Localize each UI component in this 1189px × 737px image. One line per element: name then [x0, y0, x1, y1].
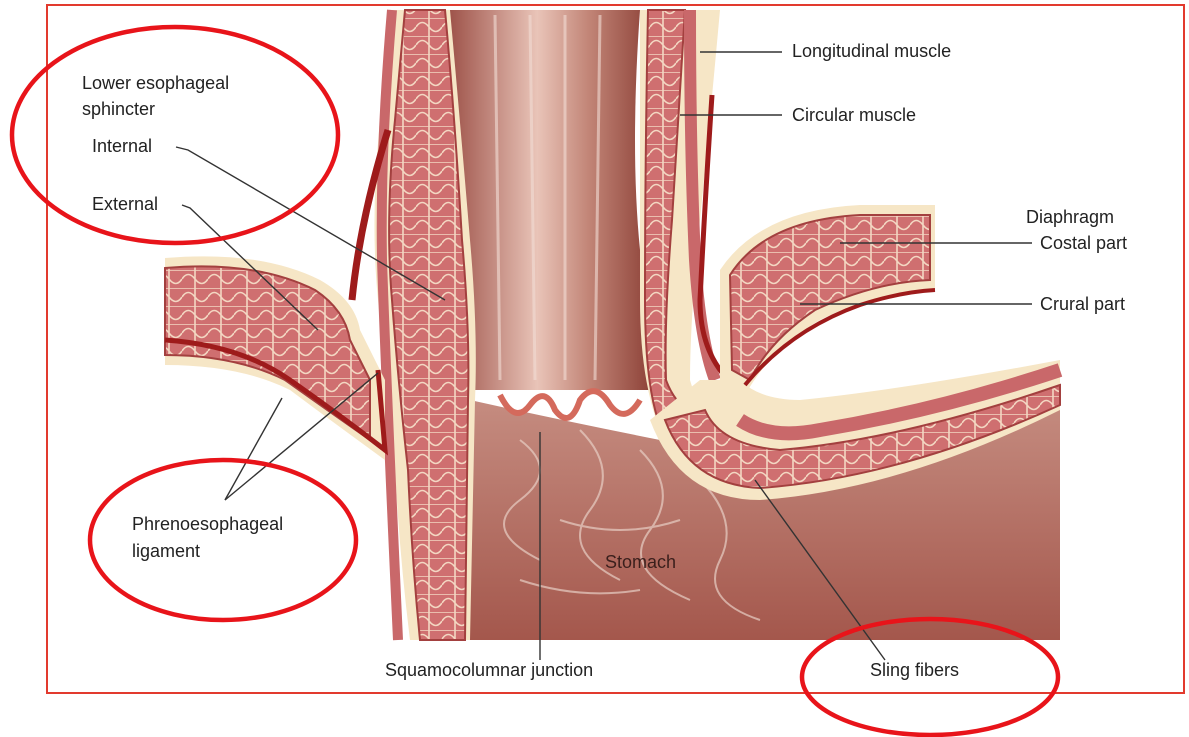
- highlight-ellipse-ligament: [90, 460, 356, 620]
- highlight-ellipse-sphincter: [12, 27, 338, 243]
- leader-ligament-a: [225, 398, 282, 500]
- label-crural-part: Crural part: [1040, 293, 1125, 315]
- label-diaphragm: Diaphragm: [1026, 206, 1114, 228]
- label-squamocolumnar-junction: Squamocolumnar junction: [385, 659, 593, 681]
- label-internal: Internal: [92, 135, 152, 157]
- esophageal-lumen: [445, 10, 650, 390]
- label-longitudinal-muscle: Longitudinal muscle: [792, 40, 951, 62]
- squamocolumnar-junction-line: [500, 391, 640, 418]
- label-phrenoesophageal-line2: ligament: [132, 540, 200, 562]
- label-lower-esophageal-sphincter-line1: Lower esophageal: [82, 72, 229, 94]
- label-phrenoesophageal-line1: Phrenoesophageal: [132, 513, 283, 535]
- label-lower-esophageal-sphincter-line2: sphincter: [82, 98, 155, 120]
- label-external: External: [92, 193, 158, 215]
- label-circular-muscle: Circular muscle: [792, 104, 916, 126]
- label-sling-fibers: Sling fibers: [870, 659, 959, 681]
- label-stomach: Stomach: [605, 551, 676, 573]
- label-costal-part: Costal part: [1040, 232, 1127, 254]
